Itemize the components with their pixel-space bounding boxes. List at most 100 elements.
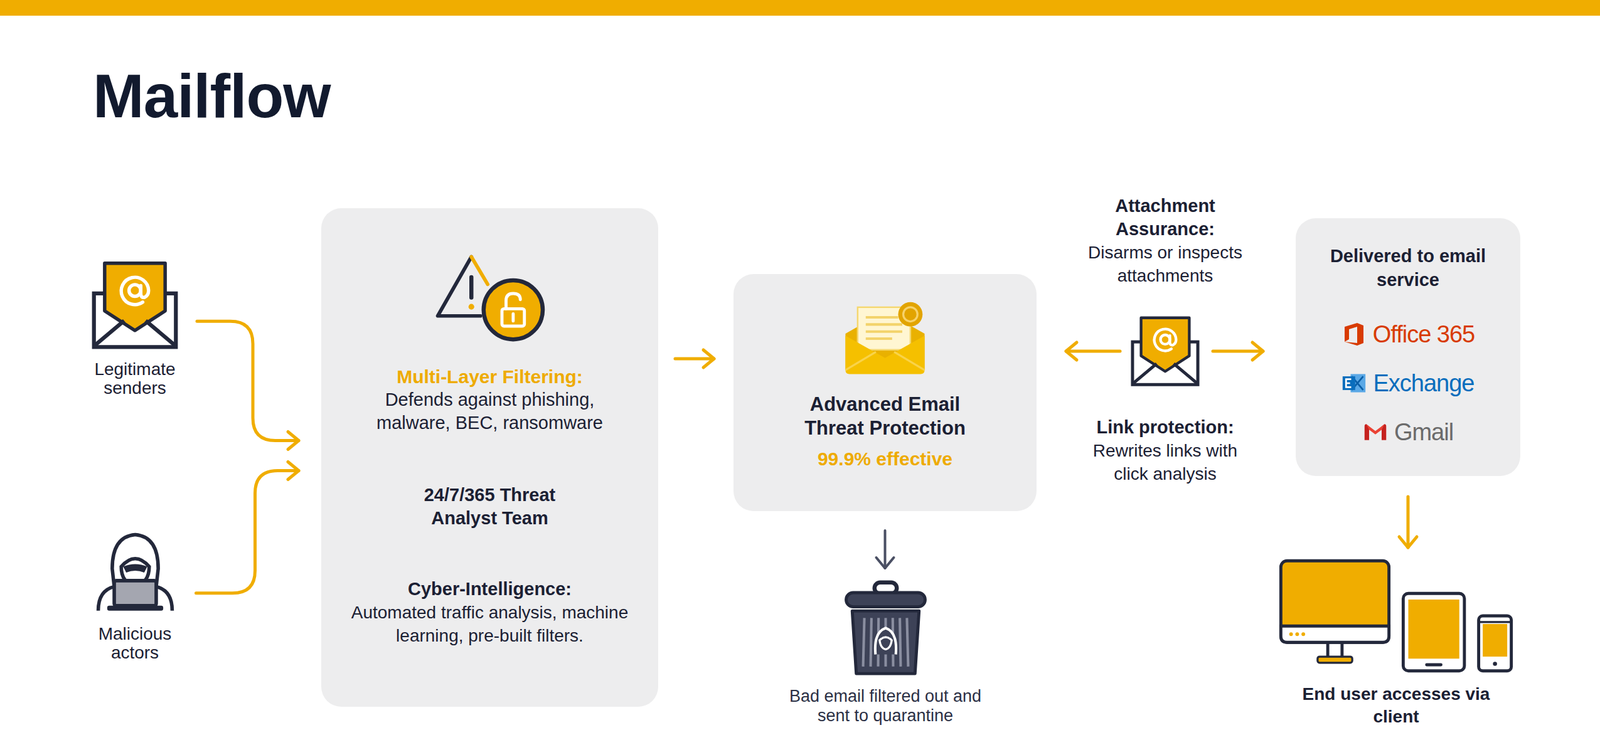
icon-shape [471,257,488,285]
service-name: Gmail [1394,419,1454,447]
icon-shape [1141,318,1190,373]
feature-body: Disarms or inspects attachments [1084,240,1247,288]
trash-icon [842,579,930,678]
icon-shape [903,307,918,322]
service-logo-icon [1341,370,1367,396]
arrow-line [675,357,715,361]
flow-arrow [1399,496,1417,548]
arrow-line [1066,350,1120,354]
flow-arrow [675,350,715,368]
service-logo: Office 365 [1341,315,1476,354]
icon-shape [106,606,163,612]
quarantine-node: Bad email filtered out and sent to quara… [771,579,999,726]
sender-node: Legitimate senders [75,260,195,398]
client-node: End user accesses via client [1278,559,1514,729]
icon-shape [898,302,923,327]
icon-shape [1344,323,1364,346]
service-logo-icon [1362,419,1388,445]
arrow-head [288,462,299,480]
actor-node: Malicious actors [75,528,195,663]
arrow-head [876,557,895,569]
feature-heading: Attachment Assurance: [1084,194,1247,241]
arrow-line [197,321,299,441]
arrow-head [1252,342,1264,361]
icon-shape [114,581,157,607]
effectiveness-figure: 99.9% effective [817,447,953,472]
icon-shape [1160,335,1171,345]
icon-shape [852,611,920,674]
icon-shape [1132,363,1198,384]
top-bar [0,0,1600,16]
icon-shape [845,335,925,374]
icon-shape [437,257,481,317]
icon-shape [845,592,925,608]
icon-shape [1301,632,1306,637]
panel-heading: Delivered to email service [1323,244,1493,292]
filter-panel: Multi-Layer Filtering:Defends against ph… [321,208,659,708]
devices-icon [1278,559,1514,674]
icon-shape [1280,560,1389,643]
icon-shape [1402,593,1465,672]
icon-shape [845,352,925,371]
service-name: Exchange [1372,370,1474,398]
icon-shape [1295,632,1299,637]
icon-shape [469,277,474,299]
arrow-head [1399,537,1417,548]
icon-shape [1346,379,1352,388]
feature-heading: Link protection: [1096,416,1234,440]
icon-shape [1327,642,1343,657]
arrow-head [1066,342,1077,361]
flow-arrow [1066,342,1120,361]
icon-shape [483,280,543,340]
icon-shape [1478,621,1512,624]
icon-shape [104,263,166,331]
protection-step-node: Attachment Assurance:Disarms or inspects… [1074,194,1257,486]
icon-shape [899,618,901,667]
service-logo: Exchange [1341,364,1474,403]
icon-shape [1154,329,1177,352]
icon-shape [862,618,864,667]
icon-shape [122,564,147,574]
arrow-line [1212,350,1264,354]
icon-shape [879,637,891,650]
node-label: Bad email filtered out and sent to quara… [781,687,989,726]
panel-heading: Multi-Layer Filtering: [396,365,583,389]
hacker-icon [92,528,179,615]
icon-shape [506,293,521,309]
delivery-panel: Delivered to email serviceOffice 365Exch… [1295,218,1521,477]
arrow-head [703,350,715,368]
icon-shape [468,304,475,310]
icon-shape [865,317,903,339]
icon-shape [870,618,871,667]
flow-arrow [876,530,895,569]
panel-heading: Cyber-Intelligence: [407,577,572,602]
diagram-title: Mailflow [92,65,331,127]
icon-shape [1478,616,1512,672]
node-label: End user accesses via client [1301,683,1491,729]
icon-shape [1280,626,1389,643]
flow-arrow [196,462,300,594]
icon-shape [906,618,908,667]
arrow-line [884,530,887,569]
arrow-head [288,432,299,450]
arrow-line [196,471,300,594]
panel-heading: 24/7/365 Threat Analyst Team [395,483,585,531]
icon-shape [501,308,525,327]
icon-shape [97,535,172,612]
icon-shape [1426,663,1442,667]
icon-shape [1492,661,1498,667]
panel-heading: Advanced Email Threat Protection [778,392,992,441]
icon-shape [511,314,515,322]
icon-shape [129,284,142,297]
arrow-line [1406,496,1410,548]
feature-body: Rewrites links with click analysis [1084,439,1247,486]
flow-arrow [197,321,299,450]
service-logo-icon [1341,321,1367,347]
icon-shape [121,277,149,305]
envelope-icon [90,260,179,351]
open-envelope-icon [841,301,929,377]
node-label: Malicious actors [85,624,185,663]
icon-shape [1408,599,1460,659]
icon-shape [94,320,177,346]
panel-body: Automated traffic analysis, machine lear… [336,601,644,648]
